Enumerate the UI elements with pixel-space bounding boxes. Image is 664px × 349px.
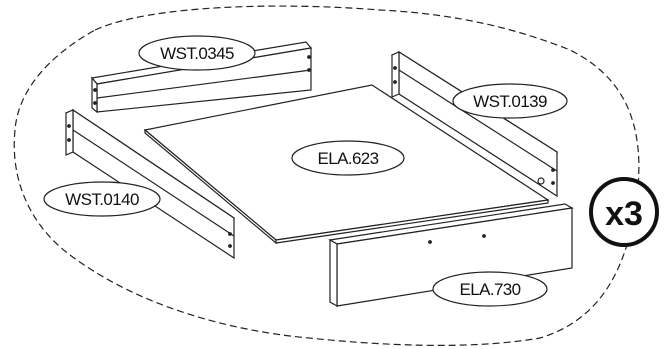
panel-ela-730 [328, 203, 574, 308]
group-outline [13, 5, 640, 346]
label-wst-0345: WST.0345 [138, 35, 256, 71]
label-ela-623: ELA.623 [291, 140, 405, 176]
quantity-badge: x3 [589, 177, 659, 247]
svg-text:WST.0139: WST.0139 [473, 92, 547, 111]
label-ela-730: ELA.730 [432, 271, 548, 307]
rail-wst-0140 [64, 108, 236, 260]
svg-text:WST.0345: WST.0345 [160, 44, 234, 63]
svg-text:WST.0140: WST.0140 [65, 190, 139, 209]
svg-text:x3: x3 [605, 195, 643, 233]
svg-text:ELA.730: ELA.730 [459, 280, 520, 299]
svg-text:ELA.623: ELA.623 [317, 149, 378, 168]
label-wst-0140: WST.0140 [43, 181, 161, 217]
label-wst-0139: WST.0139 [452, 83, 568, 119]
